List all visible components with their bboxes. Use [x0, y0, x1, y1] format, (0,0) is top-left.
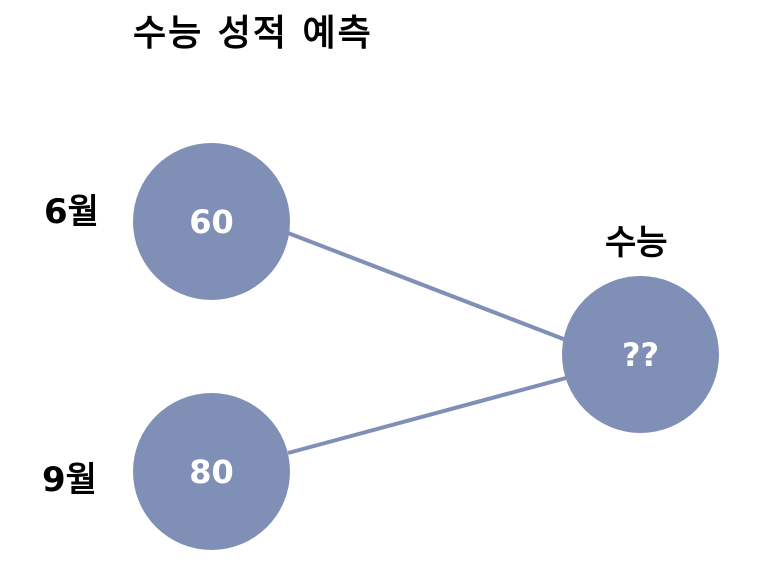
input-label-june: 6월	[44, 192, 99, 232]
input-value-september: 80	[189, 452, 234, 491]
output-node-csat: ??	[562, 276, 719, 433]
output-value-csat: ??	[621, 335, 660, 374]
edge-june-to-csat	[287, 231, 567, 342]
input-node-september: 80	[133, 393, 290, 550]
input-node-june: 60	[133, 143, 290, 300]
diagram-title: 수능 성적 예측	[133, 13, 373, 54]
input-value-june: 60	[189, 202, 234, 241]
edge-september-to-csat	[287, 376, 567, 455]
input-label-september: 9월	[42, 460, 97, 500]
output-label-csat: 수능	[605, 223, 668, 263]
